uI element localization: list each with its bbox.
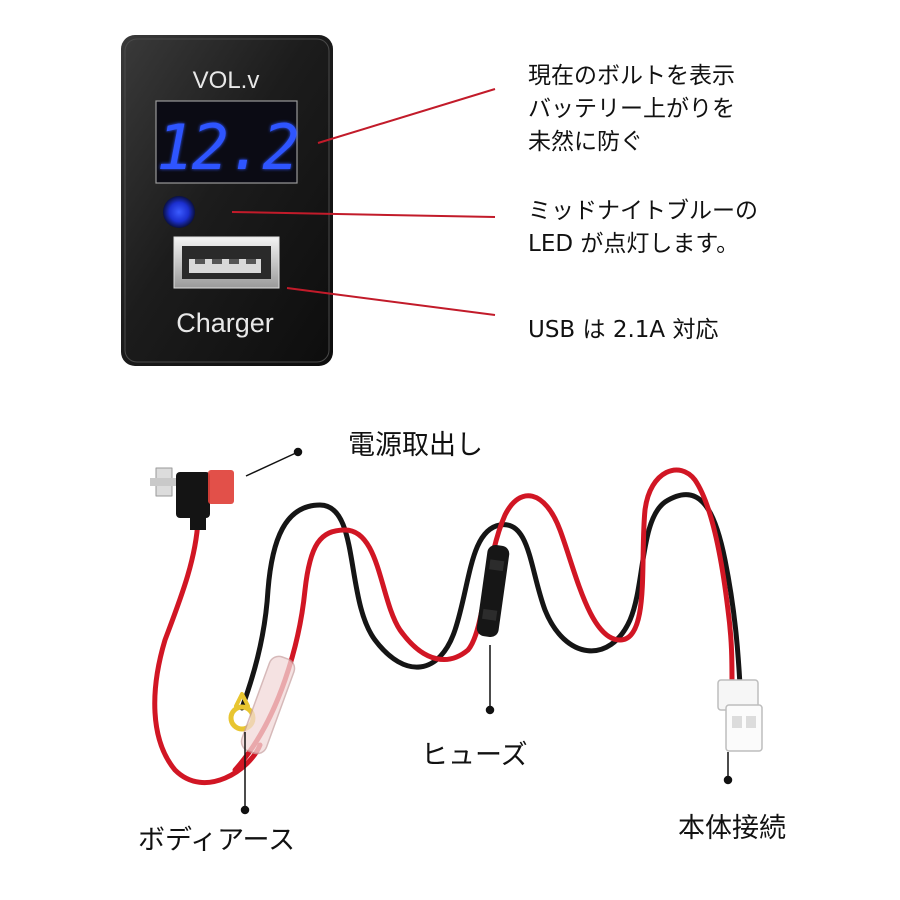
voltage-display	[155, 100, 298, 184]
led-callout: ミッドナイトブルーの LED が点灯します。	[528, 195, 758, 261]
fuse-label: ヒューズ	[421, 740, 528, 771]
voltage-callout-line-3: 未然に防ぐ	[528, 129, 643, 155]
unit-connection-pointer	[723, 752, 733, 785]
unit-connection-label: 本体接続	[678, 813, 786, 844]
voltage-leader-line	[317, 88, 496, 144]
voltage-reading: 12.2	[156, 111, 297, 184]
led-leader-line	[231, 211, 496, 218]
two-pin-connector	[717, 679, 763, 752]
red-wire	[152, 467, 735, 785]
inline-fuse-holder	[476, 544, 510, 638]
usb-port	[173, 236, 280, 289]
panel-title: VOL.v	[193, 67, 260, 94]
power-tap-pointer	[245, 447, 303, 477]
usb-leader-line	[286, 287, 496, 316]
body-ground-pointer	[240, 732, 250, 815]
fuse-pointer	[485, 645, 495, 715]
voltage-callout-line-2: バッテリー上がりを	[528, 96, 735, 122]
usb-voltmeter-panel: VOL.v 12.2 Charger	[121, 35, 333, 366]
ground-ring-terminal	[228, 655, 296, 755]
usb-callout: USB は 2.1A 対応	[528, 314, 718, 347]
harness-leader-lines	[240, 447, 733, 815]
panel-leader-lines	[231, 88, 496, 316]
power-tap-label: 電源取出し	[348, 430, 483, 461]
blue-led	[163, 196, 195, 228]
voltage-callout: 現在のボルトを表示 バッテリー上がりを 未然に防ぐ	[528, 60, 735, 159]
body-ground-label: ボディアース	[138, 825, 296, 856]
wiring-harness	[150, 467, 763, 785]
usb-label: Charger	[176, 308, 274, 338]
voltage-callout-line-1: 現在のボルトを表示	[528, 63, 735, 89]
add-a-fuse-tap	[150, 467, 234, 530]
led-callout-line-2: LED が点灯します。	[528, 231, 740, 257]
usb-callout-line-1: USB は 2.1A 対応	[528, 317, 719, 343]
led-callout-line-1: ミッドナイトブルーの	[528, 198, 758, 224]
